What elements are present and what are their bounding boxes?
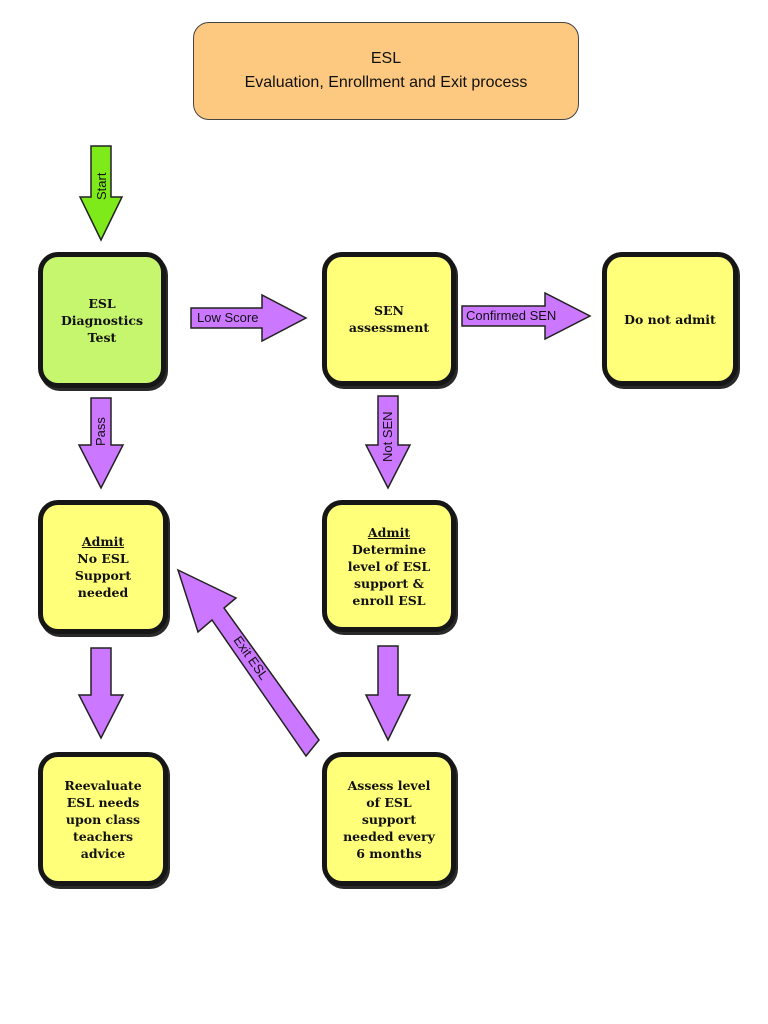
node-esl-diagnostics-test: ESL Diagnostics Test [38,252,166,388]
node-text-line: of ESL [366,794,412,810]
node-text-line: advice [80,845,126,861]
node-text-line: Assess level [347,777,431,793]
node-text-line: No ESL [77,551,129,566]
node-text-line: Diagnostics [60,312,144,328]
low-score-arrow: Low Score [190,293,308,343]
node-text-line: level of ESL [347,558,431,574]
node-text-line: assessment [348,320,430,335]
node-sen-assessment: SEN assessment [322,252,456,386]
node-text-line: Support [74,568,132,583]
node-do-not-admit: Do not admit [602,252,738,386]
node-text-line: needed every [343,828,435,844]
node-text-line: support & [354,575,424,591]
low-score-label: Low Score [197,310,258,325]
node-admit-no-esl: Admit No ESL Support needed [38,500,168,634]
node-text-line: enroll ESL [352,592,426,608]
node-text-line: Test [87,329,117,345]
exit-esl-arrow: Exit ESL [176,568,320,758]
node-text-line: 6 months [356,845,422,861]
node-text-line: ESL needs [66,794,140,810]
start-arrow: Start [78,145,124,242]
title-line-1: ESL [370,50,402,67]
pass-arrow: Pass [77,397,125,490]
node-reevaluate: Reevaluate ESL needs upon class teachers… [38,752,168,886]
node-text-line: support [361,811,417,827]
not-sen-label: Not SEN [380,411,395,462]
node-text-line: ESL [88,295,116,311]
pass-label: Pass [93,417,108,446]
node-text-line: Reevaluate [64,777,142,793]
title-line-2: Evaluation, Enrollment and Exit process [244,74,528,91]
admit-to-reevaluate-arrow [77,647,125,740]
node-heading: Admit [81,534,125,549]
admit-esl-to-assess-arrow [364,645,412,742]
start-label: Start [94,172,109,200]
node-admit-esl: Admit Determine level of ESL support & e… [322,500,456,632]
node-text-line: Determine [351,541,427,557]
not-sen-arrow: Not SEN [364,395,412,490]
node-assess-level: Assess level of ESL support needed every… [322,752,456,886]
node-text-line: upon class [65,811,141,827]
node-heading: Admit [367,524,411,540]
node-text-line: SEN [374,303,404,318]
confirmed-sen-label: Confirmed SEN [466,308,556,323]
node-text-line: Do not admit [624,311,716,327]
confirmed-sen-arrow: Confirmed SEN [461,291,592,341]
node-text-line: teachers [72,828,134,844]
title-box: ESL Evaluation, Enrollment and Exit proc… [193,22,579,120]
node-text-line: needed [77,585,129,600]
